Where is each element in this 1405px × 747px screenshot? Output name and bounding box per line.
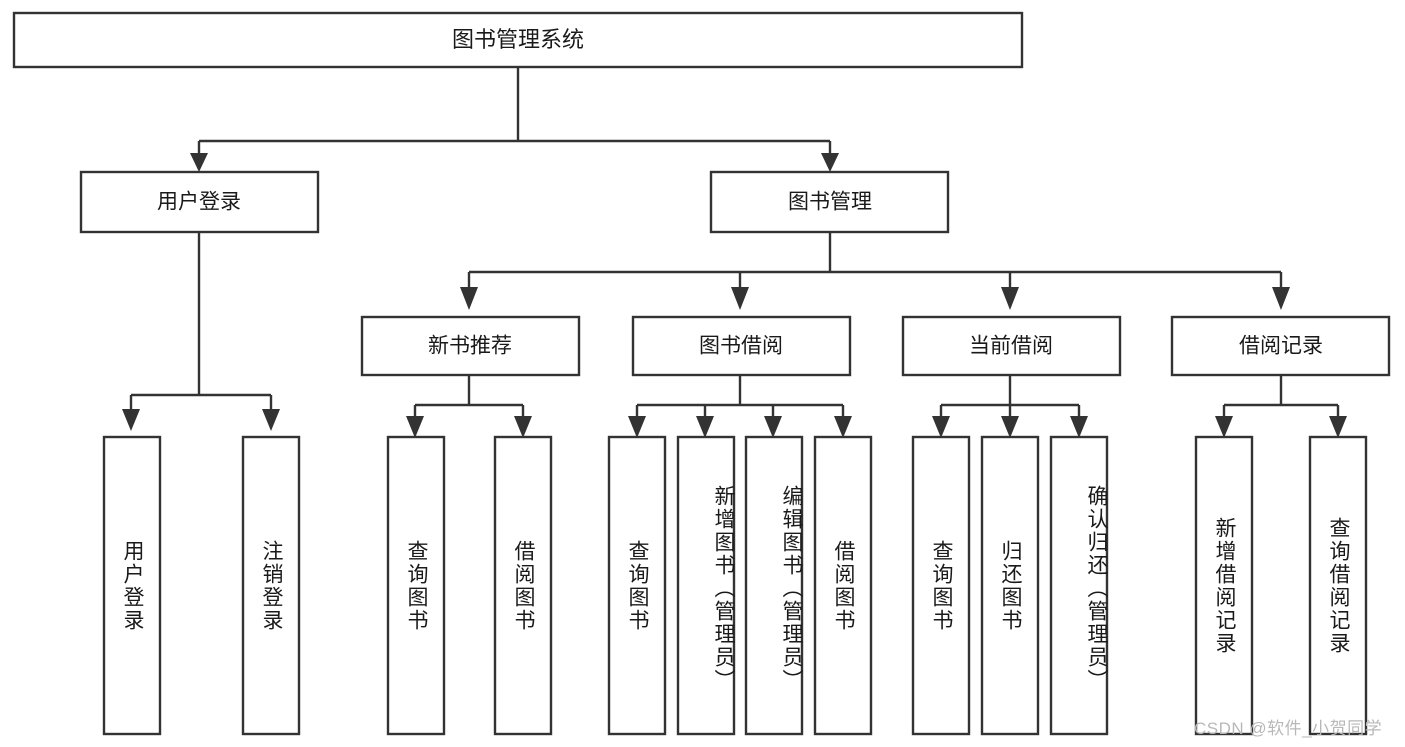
- node-borrow-record[interactable]: 借阅记录: [1170, 315, 1391, 377]
- node-new-book-recommend-label: 新书推荐: [428, 335, 512, 358]
- watermark-text: CSDN @软件_小贺同学: [1194, 719, 1383, 738]
- leaf-box-confirm-return[interactable]: [1049, 435, 1109, 736]
- arrowhead-leaf-2: [406, 416, 424, 438]
- arrowhead-leaf-7: [834, 416, 852, 438]
- arrowhead-leaf-4: [628, 416, 646, 438]
- leaf-box-borrow-books-1[interactable]: [493, 435, 553, 736]
- connector-group-new-books: [406, 375, 532, 438]
- arrowhead-leaf-10: [1070, 416, 1088, 438]
- connector-group-current-borrow: [932, 375, 1088, 438]
- node-current-borrow-label: 当前借阅: [969, 335, 1053, 358]
- arrowhead-leaf-12: [1329, 416, 1347, 438]
- arrowhead-leaf-0: [122, 409, 140, 431]
- arrowhead-leaf-1: [262, 409, 280, 431]
- node-current-borrow[interactable]: 当前借阅: [901, 315, 1122, 377]
- connector-group-book-borrow: [628, 375, 852, 438]
- arrowhead-root-to-user-login: [190, 153, 208, 172]
- connector-group-borrow-record: [1215, 375, 1347, 438]
- leaf-box-user-login[interactable]: [102, 435, 162, 736]
- arrowhead-level2-2: [1001, 287, 1019, 310]
- leaf-box-add-book-admin[interactable]: [676, 435, 736, 736]
- arrowhead-leaf-8: [932, 416, 950, 438]
- node-user-login-box[interactable]: [79, 170, 320, 234]
- leaf-boxes: [102, 435, 1368, 736]
- arrowhead-leaf-3: [514, 416, 532, 438]
- connector-group-user-login: [122, 232, 280, 431]
- leaf-box-return-books[interactable]: [980, 435, 1040, 736]
- arrowhead-level2-0: [460, 287, 478, 310]
- arrowhead-leaf-9: [1001, 416, 1019, 438]
- leaf-box-borrow-books-2[interactable]: [813, 435, 873, 736]
- leaf-box-logout[interactable]: [241, 435, 301, 736]
- node-title-box[interactable]: [12, 11, 1024, 69]
- node-borrow-record-label: 借阅记录: [1239, 335, 1323, 358]
- node-book-borrow[interactable]: 图书借阅: [631, 315, 852, 377]
- leaf-box-query-books-3[interactable]: [911, 435, 971, 736]
- leaf-box-edit-book-admin[interactable]: [744, 435, 804, 736]
- node-current-borrow-box[interactable]: [901, 315, 1122, 377]
- arrowhead-level2-1: [731, 287, 749, 310]
- connector-group-root: [190, 67, 839, 172]
- node-borrow-record-box[interactable]: [1170, 315, 1391, 377]
- node-book-management-label: 图书管理: [788, 191, 872, 214]
- node-title[interactable]: 图书管理系统: [12, 11, 1024, 69]
- node-book-borrow-label: 图书借阅: [699, 335, 783, 358]
- leaf-box-query-books-1[interactable]: [386, 435, 446, 736]
- node-new-book-recommend-box[interactable]: [360, 315, 581, 377]
- node-book-management[interactable]: 图书管理: [709, 170, 950, 234]
- arrowhead-leaf-11: [1215, 416, 1233, 438]
- node-new-book-recommend[interactable]: 新书推荐: [360, 315, 581, 377]
- node-user-login-label: 用户登录: [157, 191, 241, 214]
- leaf-box-query-books-2[interactable]: [607, 435, 667, 736]
- node-title-label: 图书管理系统: [452, 27, 584, 52]
- arrowhead-leaf-5: [696, 416, 714, 438]
- connector-group-book-mgmt: [460, 232, 1290, 310]
- leaf-box-query-borrow-record[interactable]: [1308, 435, 1368, 736]
- leaf-box-add-borrow-record[interactable]: [1194, 435, 1254, 736]
- arrowhead-root-to-book-mgmt: [821, 153, 839, 172]
- node-user-login[interactable]: 用户登录: [79, 170, 320, 234]
- node-book-borrow-box[interactable]: [631, 315, 852, 377]
- node-book-management-box[interactable]: [709, 170, 950, 234]
- arrowhead-leaf-6: [764, 416, 782, 438]
- arrowhead-level2-3: [1272, 287, 1290, 310]
